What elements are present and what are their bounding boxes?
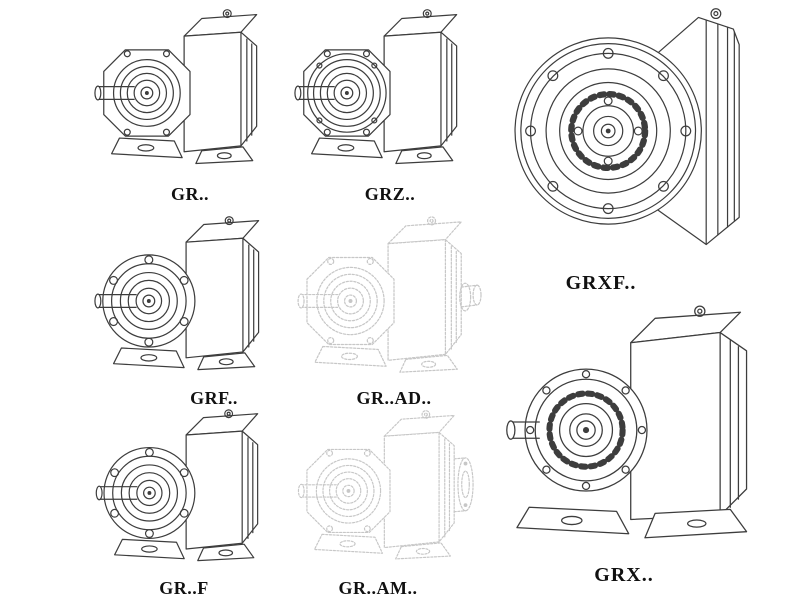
- gearbox-drawing-grx: [500, 298, 796, 552]
- gearbox-drawing-gram: [292, 406, 474, 574]
- model-label-grff: GR..F: [159, 578, 209, 598]
- model-label-grf: GRF..: [190, 388, 238, 408]
- model-label-gram: GR..AM..: [338, 578, 418, 598]
- model-label-gr: GR..: [171, 184, 209, 204]
- gearbox-drawing-grad: [292, 212, 482, 388]
- model-label-grxf: GRXF..: [565, 272, 637, 294]
- gearbox-figure-grxf: [498, 0, 796, 262]
- model-label-grad: GR..AD..: [356, 388, 432, 408]
- gearbox-drawing-grxf: [498, 0, 796, 262]
- gearbox-drawing-grz: [292, 2, 488, 182]
- gearbox-drawing-grff: [92, 406, 288, 578]
- model-label-grx: GRX..: [594, 564, 654, 586]
- gearbox-figure-gram: [292, 406, 488, 574]
- gearbox-drawing-gr: [92, 2, 288, 182]
- gearbox-figure-grz: [292, 2, 488, 182]
- gearbox-figure-grad: [292, 212, 496, 388]
- gearbox-figure-grf: [92, 212, 288, 388]
- model-label-grz: GRZ..: [364, 184, 416, 204]
- gearbox-drawing-grf: [92, 212, 288, 388]
- gearbox-figure-gr: [92, 2, 288, 182]
- gearbox-figure-grx: [500, 298, 796, 552]
- gearbox-figure-grff: [92, 406, 288, 578]
